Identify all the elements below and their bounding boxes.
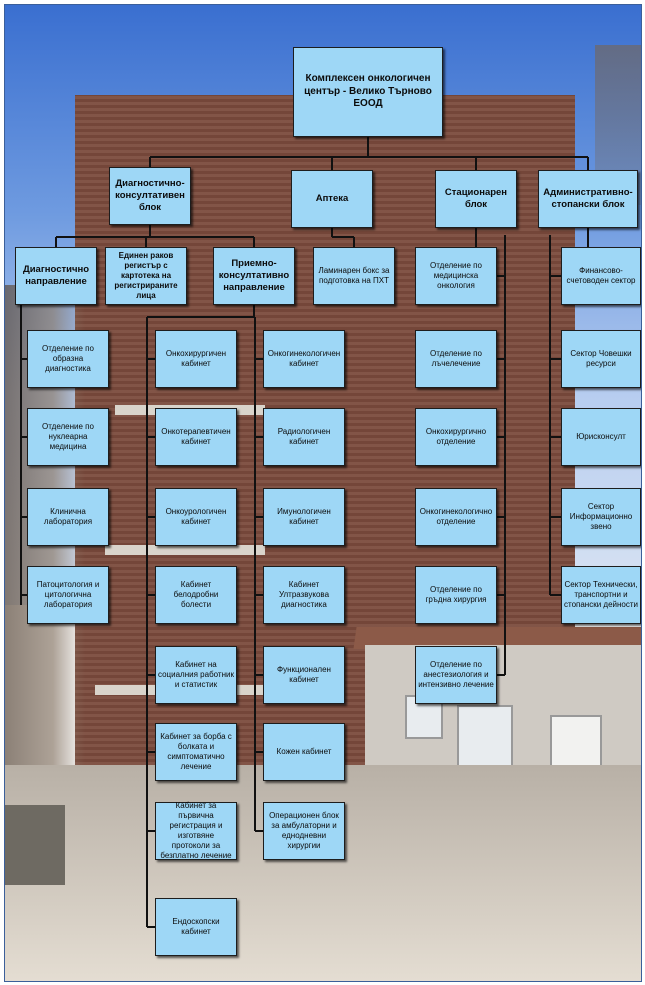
node-admission-cabinet: Кабинет на социалния работник и статисти… — [155, 646, 237, 704]
node-admission-cabinet: Кабинет за борба с болката и симптоматич… — [155, 723, 237, 781]
node-diagnostic-dept: Клинична лаборатория — [27, 488, 109, 546]
ground — [5, 765, 641, 981]
node-admin-sector: Сектор Информационно звено — [561, 488, 641, 546]
node-inpatient-dept: Отделение по гръдна хирургия — [415, 566, 497, 624]
node-finance-sector: Финансово-счетоводен сектор — [561, 247, 641, 305]
node-diagnostic-dept: Отделение по образна диагностика — [27, 330, 109, 388]
node-admission-cabinet: Онкохирургичен кабинет — [155, 330, 237, 388]
node-admission-cabinet: Имунологичен кабинет — [263, 488, 345, 546]
node-inpatient-dept: Онкохирургично отделение — [415, 408, 497, 466]
node-admission-cabinet: Онкоурологичен кабинет — [155, 488, 237, 546]
node-inpatient-block: Стационарен блок — [435, 170, 517, 228]
node-admission-cabinet: Кожен кабинет — [263, 723, 345, 781]
node-admission-cabinet: Кабинет белодробни болести — [155, 566, 237, 624]
node-admission-cabinet: Онкогинекологичен кабинет — [263, 330, 345, 388]
node-admin-block: Административно-стопански блок — [538, 170, 638, 228]
node-admin-sector: Сектор Технически, транспортни и стопанс… — [561, 566, 641, 624]
node-admission-cabinet: Кабинет Ултразвукова диагностика — [263, 566, 345, 624]
node-diagnostic-direction: Диагностично направление — [15, 247, 97, 305]
node-admission-cabinet: Кабинет за първична регистрация и изготв… — [155, 801, 237, 860]
node-cancer-registry: Единен раков регистър с картотека на рег… — [105, 247, 187, 305]
root-node: Комплексен онкологичен център - Велико Т… — [293, 47, 443, 137]
node-diagnostic-consultative-block: Диагностично-консултативен блок — [109, 167, 191, 225]
node-admission-cabinet: Радиологичен кабинет — [263, 408, 345, 466]
node-laminar-box: Ламинарен бокс за подготовка на ПХТ — [313, 247, 395, 305]
node-inpatient-dept: Отделение по анестезиология и интензивно… — [415, 646, 497, 704]
node-admission-cabinet: Ендоскопски кабинет — [155, 898, 237, 956]
node-admission-direction: Приемно-консултативно направление — [213, 247, 295, 305]
node-admission-cabinet: Функционален кабинет — [263, 646, 345, 704]
node-pharmacy: Аптека — [291, 170, 373, 228]
node-diagnostic-dept: Патоцитология и цитологична лаборатория — [27, 566, 109, 624]
node-inpatient-dept: Онкогинекологично отделение — [415, 488, 497, 546]
balcony — [105, 545, 265, 555]
parked-car — [5, 805, 65, 885]
node-inpatient-dept: Отделение по лъчелечение — [415, 330, 497, 388]
node-admission-cabinet: Операционен блок за амбулаторни и еднодн… — [263, 802, 345, 860]
node-admin-sector: Сектор Човешки ресурси — [561, 330, 641, 388]
node-diagnostic-dept: Отделение по нуклеарна медицина — [27, 408, 109, 466]
org-chart-frame: Комплексен онкологичен център - Велико Т… — [4, 4, 642, 982]
node-admission-cabinet: Онкотерапевтичен кабинет — [155, 408, 237, 466]
connector-lines — [20, 137, 589, 928]
node-medical-oncology-dept: Отделение по медицинска онкология — [415, 247, 497, 305]
node-admin-sector: Юрисконсулт — [561, 408, 641, 466]
